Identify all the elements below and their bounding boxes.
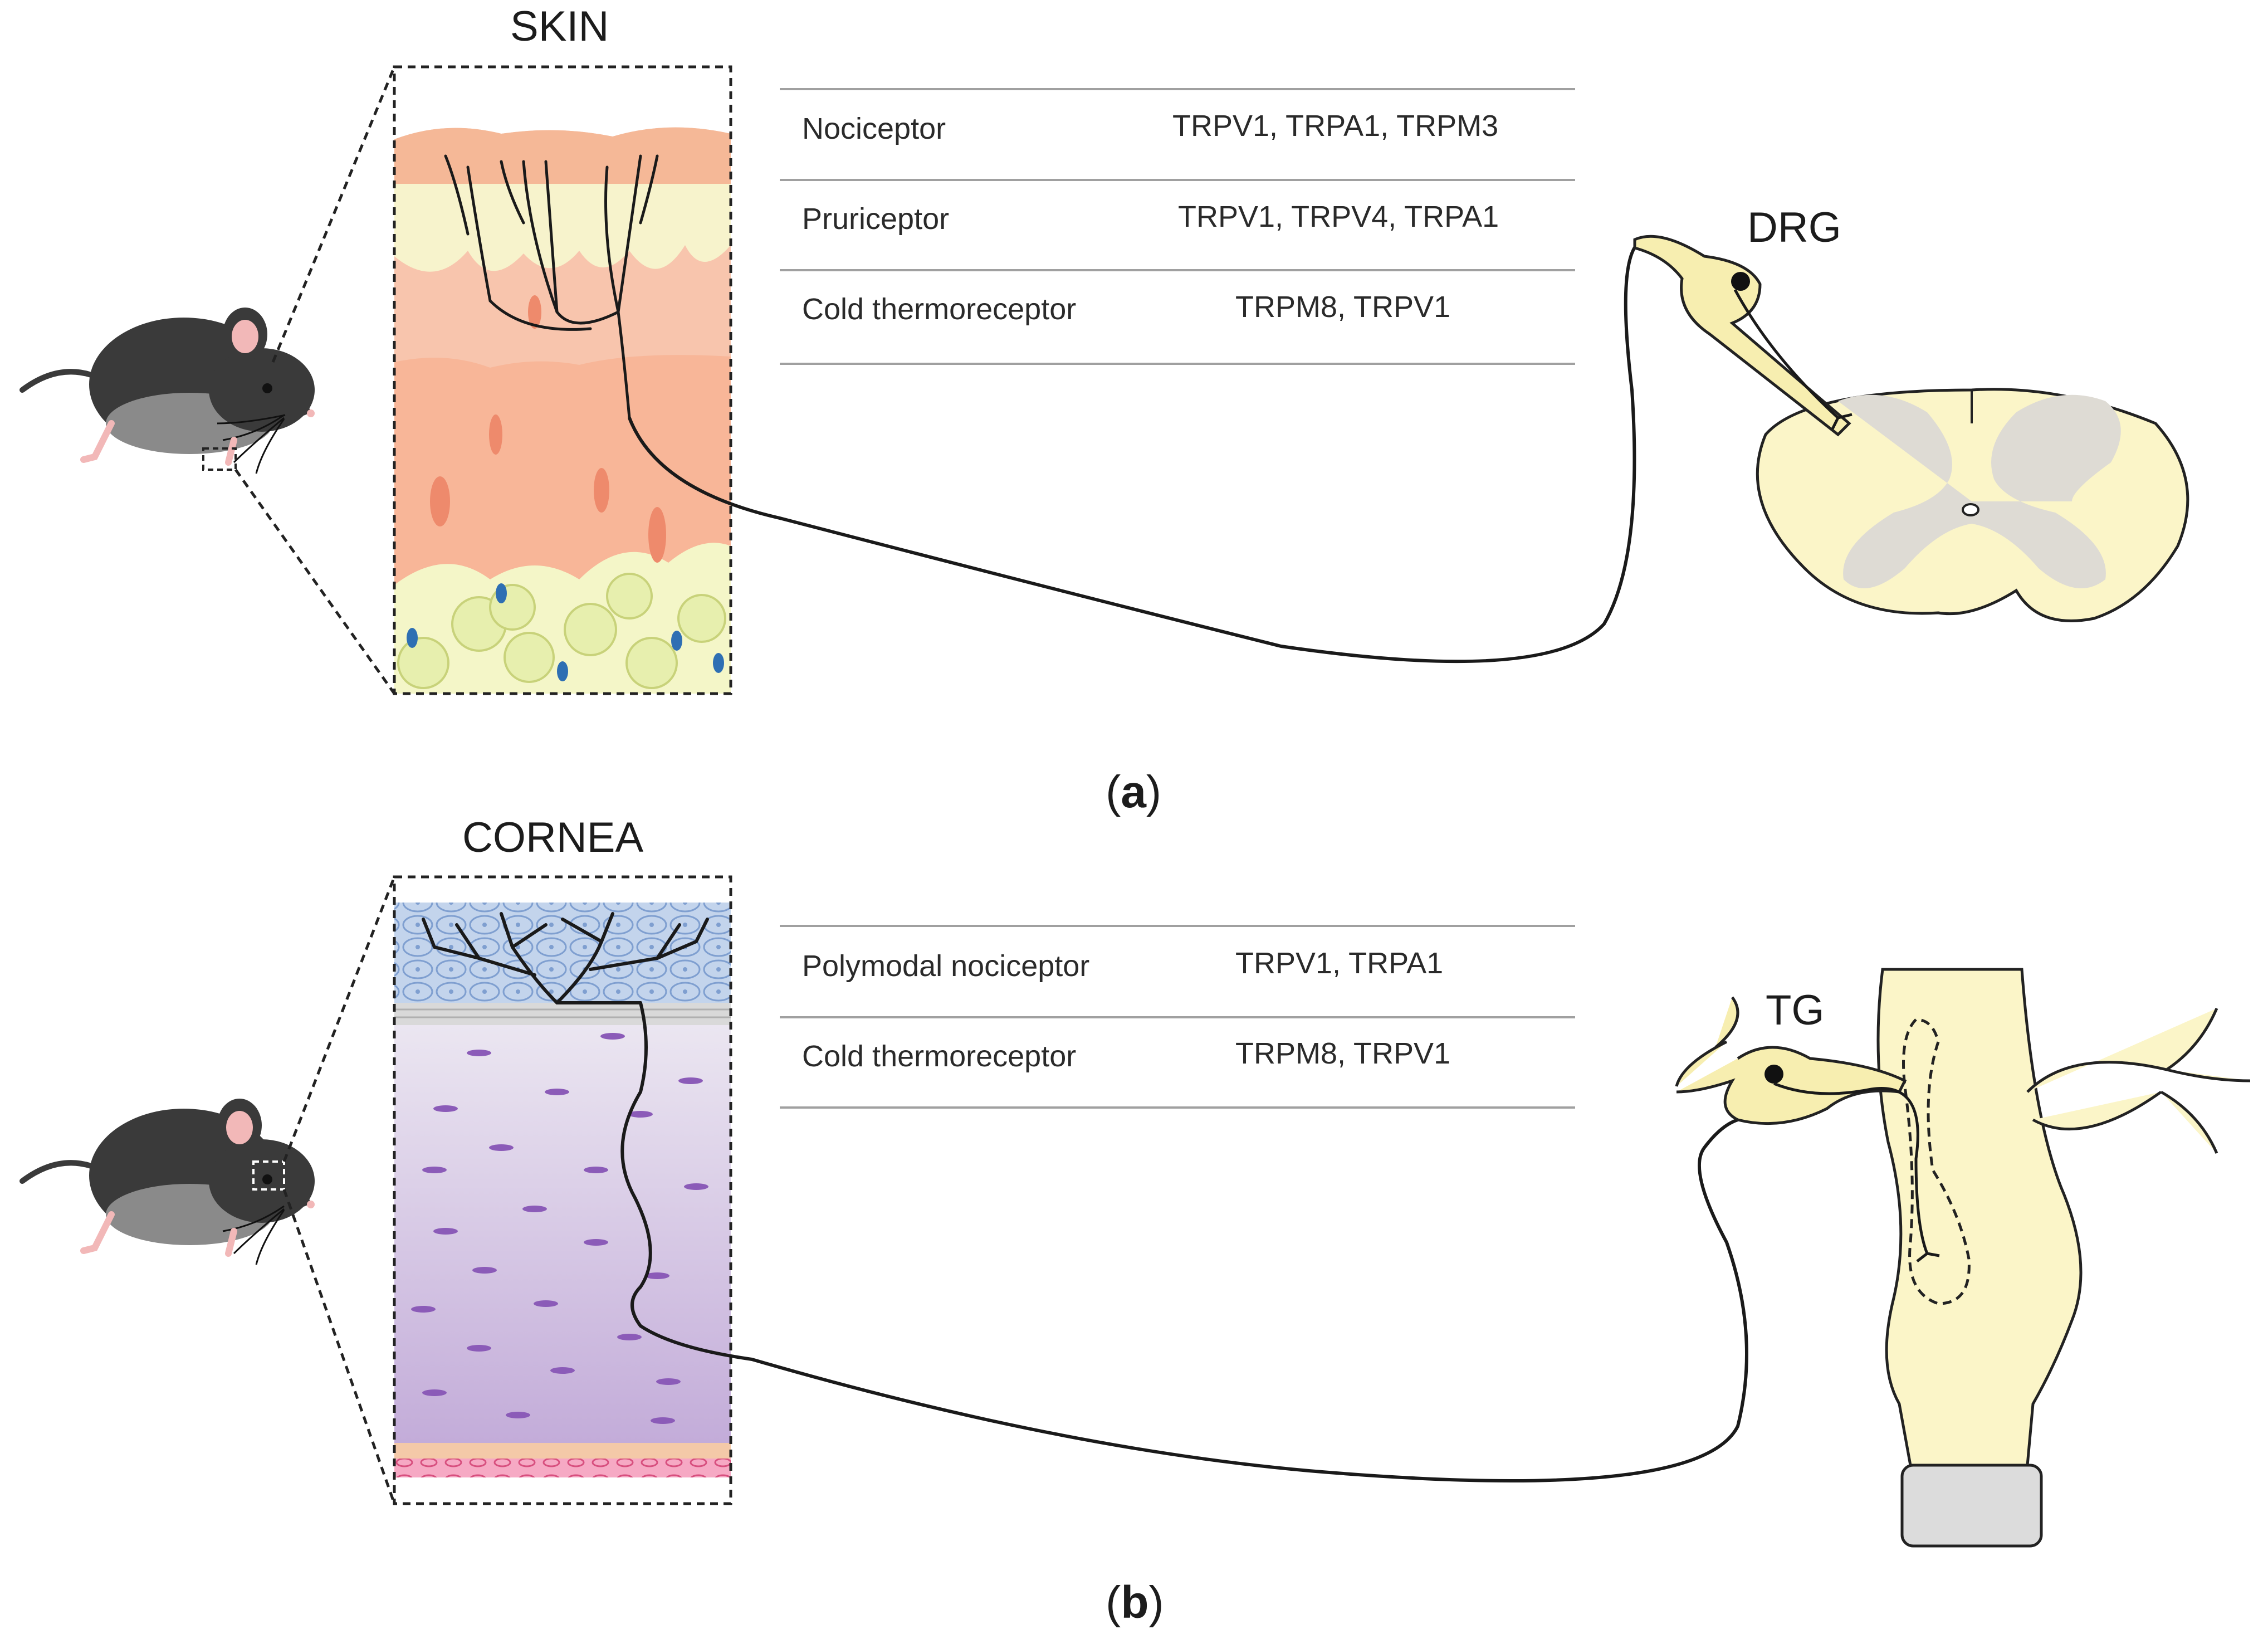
table-a-row-1-channels: TRPV1, TRPA1, TRPM3 <box>1172 109 1499 143</box>
panel-label-a-open: ( <box>1106 767 1121 817</box>
cornea-section <box>394 877 731 1504</box>
mouse-a-illustration <box>19 308 315 474</box>
tg-label: TG <box>1766 987 1825 1034</box>
panel-label-a-letter: a <box>1121 767 1146 817</box>
zoom-lines-a <box>234 66 396 695</box>
skin-title: SKIN <box>510 3 609 50</box>
brainstem-illustration <box>1876 968 2251 1548</box>
table-b-rules <box>780 925 1575 1109</box>
panel-label-b-close: ) <box>1148 1577 1164 1628</box>
mouse-b-illustration <box>19 1099 315 1265</box>
table-b-row-1-neuron: Polymodal nociceptor <box>802 949 1090 983</box>
afferent-nerve-b <box>639 1118 1748 1482</box>
tg-ganglion <box>1675 996 1940 1262</box>
zoom-lines-b <box>282 876 396 1504</box>
afferent-nerve-a <box>628 238 1644 664</box>
skin-section <box>394 67 731 694</box>
table-a-rules <box>780 88 1575 365</box>
cornea-zoom-box <box>393 875 732 1505</box>
drg-label: DRG <box>1747 204 1841 251</box>
table-a-row-3-neuron: Cold thermoreceptor <box>802 292 1077 326</box>
table-a-row-1-neuron: Nociceptor <box>802 112 946 145</box>
table-a-row-2-channels: TRPV1, TRPV4, TRPA1 <box>1178 200 1499 233</box>
skin-zoom-box <box>393 65 732 695</box>
table-b-row-2-channels: TRPM8, TRPV1 <box>1235 1037 1451 1070</box>
cornea-title: CORNEA <box>462 814 644 861</box>
table-a-row-2-neuron: Pruriceptor <box>802 202 950 236</box>
spinal-cord-cross-section <box>1756 388 2189 622</box>
drg-ganglion <box>1633 235 1852 437</box>
table-b-row-2-neuron: Cold thermoreceptor <box>802 1040 1077 1073</box>
panel-label-b-letter: b <box>1121 1577 1149 1628</box>
table-b-row-1-channels: TRPV1, TRPA1 <box>1235 947 1444 980</box>
panel-label-a-close: ) <box>1146 767 1162 817</box>
panel-label-a: (a) <box>1106 766 1161 818</box>
panel-label-b-open: ( <box>1106 1577 1121 1628</box>
panel-label-b: (b) <box>1106 1577 1164 1629</box>
table-a-row-3-channels: TRPM8, TRPV1 <box>1235 290 1451 324</box>
